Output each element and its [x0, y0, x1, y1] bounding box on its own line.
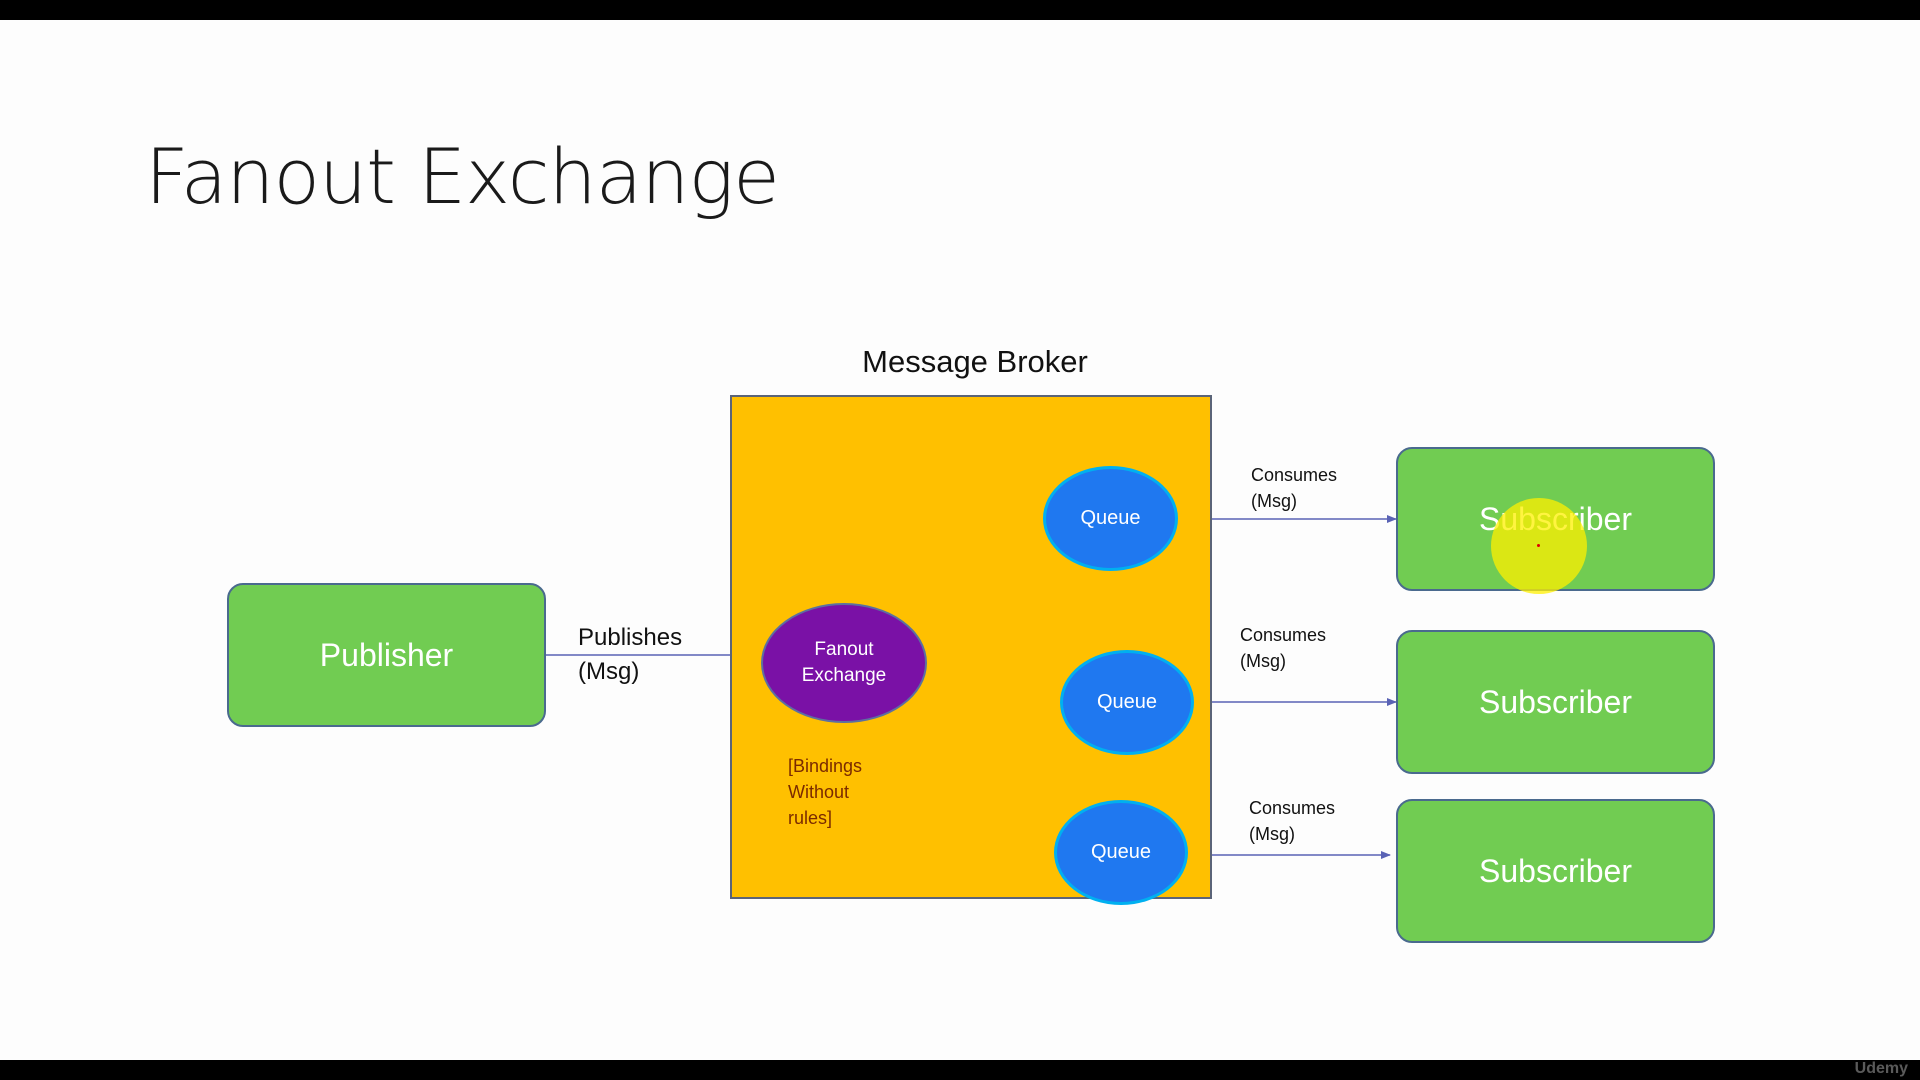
subscriber-box-2: Subscriber	[1396, 630, 1715, 774]
publish-edge-label: Publishes (Msg)	[578, 624, 683, 685]
slide-title: Fanout Exchange	[145, 132, 780, 221]
consume-edge-label-3: Consumes (Msg)	[1249, 798, 1336, 844]
queue-node-1: Queue	[1043, 466, 1178, 571]
queue-node-2: Queue	[1060, 650, 1194, 755]
consume-edge-label-2: Consumes (Msg)	[1240, 625, 1327, 671]
fanout-exchange-node: Fanout Exchange	[761, 603, 927, 723]
pointer-dot	[1537, 544, 1540, 547]
bindings-note: [Bindings Without rules]	[788, 756, 863, 828]
exchange-label: Fanout Exchange	[801, 639, 887, 686]
publisher-box: Publisher	[227, 583, 546, 727]
queue-node-3: Queue	[1054, 800, 1188, 905]
broker-label: Message Broker	[862, 344, 1088, 379]
udemy-watermark-logo: Udemy	[1854, 1060, 1908, 1077]
subscriber-box-3: Subscriber	[1396, 799, 1715, 943]
consume-edge-label-1: Consumes (Msg)	[1251, 465, 1338, 511]
